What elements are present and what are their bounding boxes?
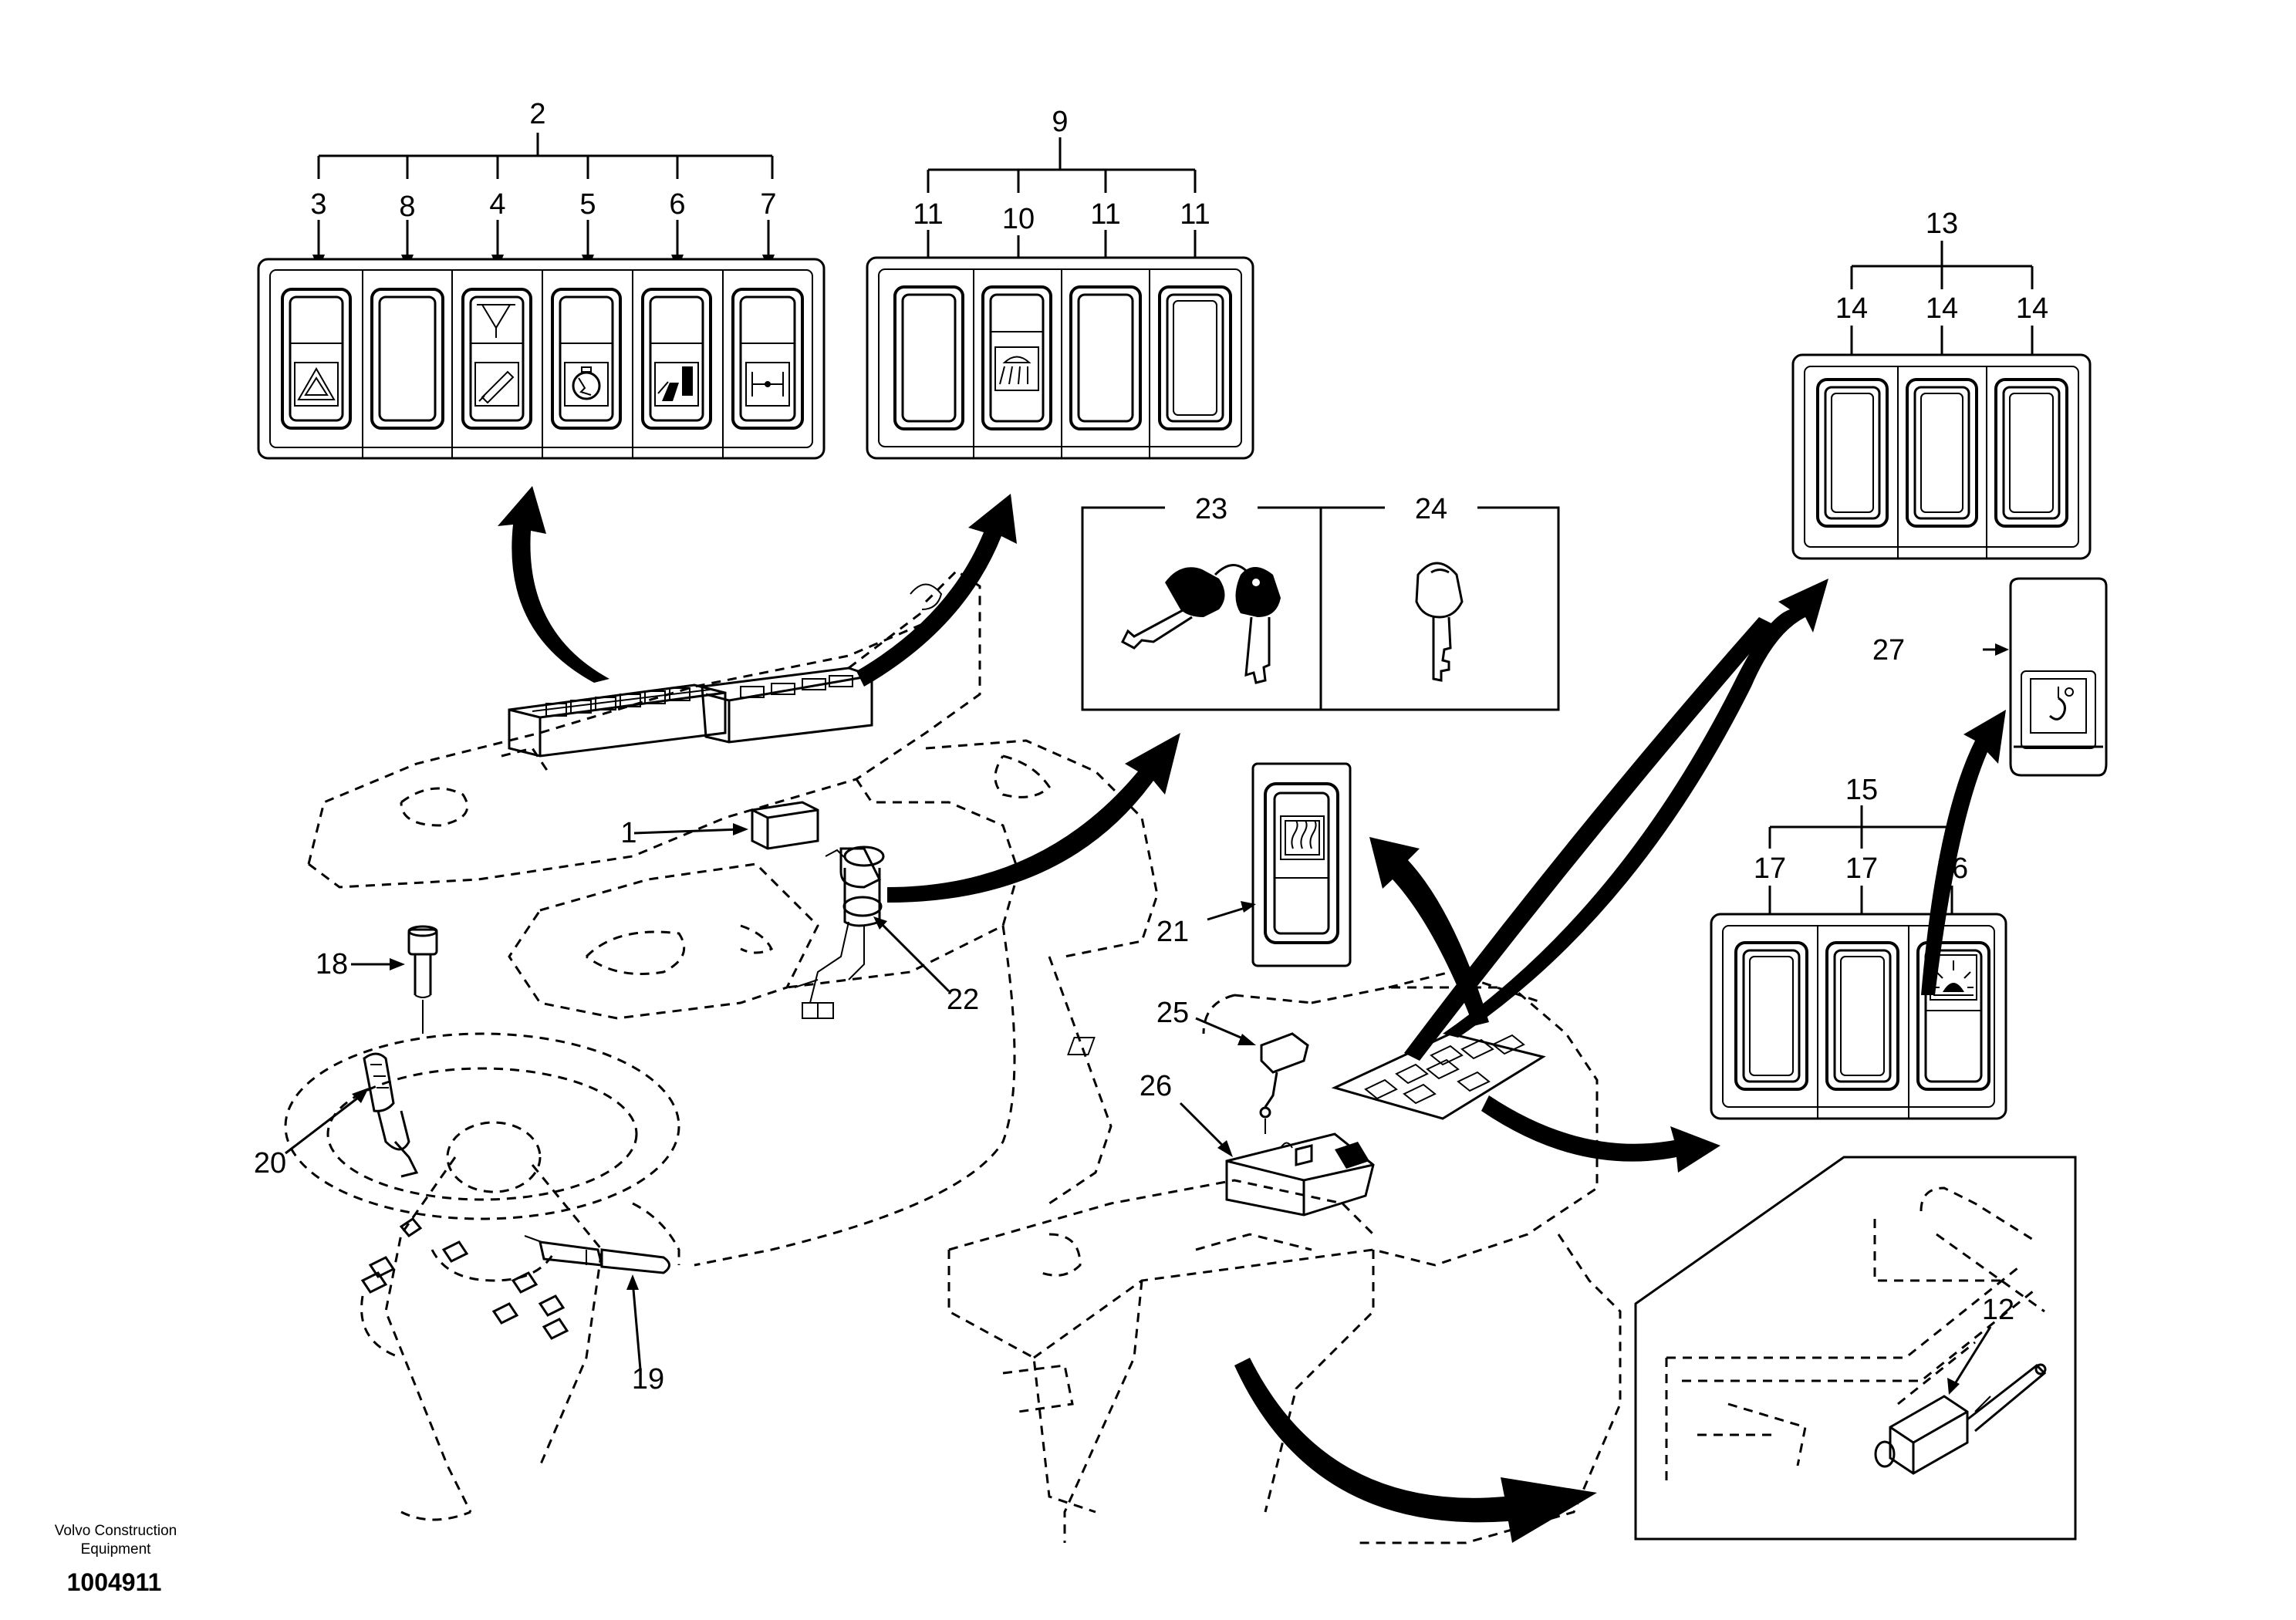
label-11-c: 11 [1180,198,1210,231]
label-2: 2 [529,98,545,130]
label-17-b: 17 [1845,852,1878,885]
switch-16[interactable] [1916,941,1990,1091]
hook-icon [2030,678,2087,734]
company-name-line-2: Equipment [81,1541,152,1558]
wiper-icon [477,304,515,338]
label-11-a: 11 [913,198,943,231]
label-24: 24 [1415,493,1447,525]
switch-3[interactable] [281,288,352,430]
footer: Volvo Construction Equipment 1004911 [55,1523,177,1596]
switch-27[interactable] [1983,577,2108,777]
label-23: 23 [1195,493,1227,525]
switch-17-b[interactable] [1825,941,1899,1091]
inset-detail-12 [1634,1156,2077,1541]
switch-10[interactable] [981,285,1052,430]
label-8: 8 [399,191,415,223]
switch-11-a[interactable] [893,285,964,430]
label-13: 13 [1926,208,1958,240]
label-9: 9 [1052,106,1068,138]
label-6: 6 [669,188,685,221]
seat-icon [654,362,699,407]
cab-outline [284,569,1622,1544]
switch-11-b[interactable] [1069,285,1142,430]
bolt-18 [407,925,438,1034]
label-20: 20 [254,1147,286,1180]
label-5: 5 [579,188,596,221]
label-27: 27 [1872,634,1905,667]
label-4: 4 [489,188,505,221]
switch-6[interactable] [641,288,712,430]
switch-7[interactable] [731,288,804,430]
switch-14-c[interactable] [1994,378,2068,528]
drawing-number: 1004911 [67,1568,162,1596]
work-light-icon [994,346,1039,391]
label-17-a: 17 [1754,852,1786,885]
switch-panel-2 [257,133,826,460]
dash-switch-row [545,687,690,717]
engine-icon [564,362,609,407]
part-26-panel [1225,1132,1375,1217]
label-12: 12 [1982,1294,2014,1326]
switch-21[interactable] [1251,762,1352,967]
key-24 [1415,562,1464,682]
label-19: 19 [632,1363,664,1396]
switch-14-a[interactable] [1816,378,1889,528]
key-set-23 [1121,564,1281,684]
wiring-connectors [360,1217,569,1340]
switch-17-a[interactable] [1734,941,1808,1091]
beacon-icon [1930,954,1977,1001]
label-10: 10 [1002,203,1035,235]
leader-lines [285,823,1256,1370]
part-25-switch [1259,1032,1309,1134]
label-7: 7 [760,188,776,221]
label-25: 25 [1156,997,1189,1029]
switch-panel-13 [1791,241,2092,560]
lever-19 [524,1235,670,1274]
warning-triangle-icon [294,362,339,407]
limit-switch-12 [1874,1363,2047,1475]
ignition-switch-22 [794,845,885,1019]
washer-icon [474,362,519,407]
switch-5[interactable] [551,288,622,430]
keys-box [1081,494,1560,711]
label-14-a: 14 [1835,292,1868,325]
switch-8[interactable] [370,288,444,430]
heated-rear-window-icon [1280,815,1325,860]
callout-labels: 2 3 8 4 5 6 7 9 11 10 11 11 13 14 14 14 … [254,98,2048,1396]
label-21: 21 [1156,916,1189,948]
company-name-line-1: Volvo Construction [55,1523,177,1539]
lever-20 [363,1052,419,1178]
switch-11-c[interactable] [1158,285,1232,430]
label-15: 15 [1845,774,1878,806]
console-switch-bank [1067,1032,1546,1120]
label-3: 3 [310,188,326,221]
label-22: 22 [947,984,979,1016]
axle-icon [745,362,790,407]
switch-14-b[interactable] [1906,378,1978,528]
label-16: 16 [1936,852,1968,885]
label-26: 26 [1140,1070,1172,1102]
label-18: 18 [316,948,348,980]
switch-4[interactable] [461,288,532,430]
switch-panel-9 [866,137,1254,460]
label-11-b: 11 [1090,198,1120,231]
big-arrows [498,486,2006,1543]
label-1: 1 [620,817,636,849]
label-14-c: 14 [2016,292,2048,325]
part-1-box [751,801,819,850]
label-14-b: 14 [1926,292,1958,325]
